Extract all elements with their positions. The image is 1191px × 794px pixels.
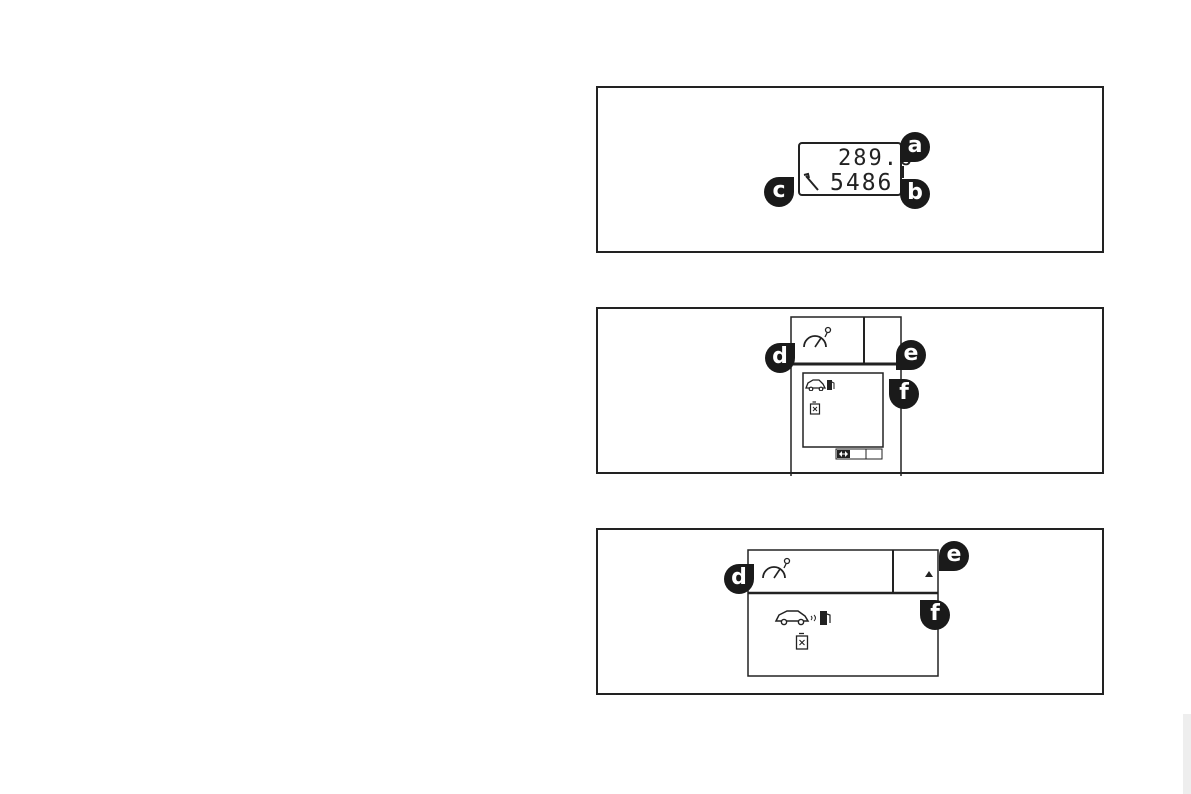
- car-range-icon: [805, 379, 827, 391]
- triangle-up-icon: [924, 570, 934, 578]
- marker-e: e: [896, 340, 926, 370]
- marker-e: e: [939, 541, 969, 571]
- speedometer-icon: [760, 556, 792, 584]
- wrench-icon: [802, 172, 822, 194]
- marker-b: b: [900, 179, 930, 209]
- marker-d: d: [765, 343, 795, 373]
- arrows-icon: [838, 450, 849, 458]
- fuel-can-icon: [795, 632, 809, 650]
- marker-f: f: [889, 379, 919, 409]
- speedometer-icon: [801, 325, 833, 353]
- marker-f: f: [920, 600, 950, 630]
- multifunction-display-panel-small: d e f: [596, 307, 1104, 474]
- display-outline: [598, 530, 1106, 697]
- lcd-display: 289.6 5486: [798, 142, 902, 196]
- odometer-diagram-panel: 289.6 5486 a b c: [596, 86, 1104, 253]
- fuel-pump-icon: [819, 610, 833, 626]
- marker-d: d: [724, 564, 754, 594]
- marker-a: a: [900, 132, 930, 162]
- marker-c: c: [764, 177, 794, 207]
- leader-line: [902, 166, 904, 178]
- multifunction-display-panel-wide: d e f: [596, 528, 1104, 695]
- service-value: 5486: [830, 170, 893, 196]
- car-range-icon: [774, 608, 820, 626]
- page-edge-tab: [1183, 714, 1191, 794]
- display-outline: [598, 309, 1106, 476]
- fuel-can-icon: [809, 401, 821, 415]
- fuel-pump-icon: [826, 379, 836, 391]
